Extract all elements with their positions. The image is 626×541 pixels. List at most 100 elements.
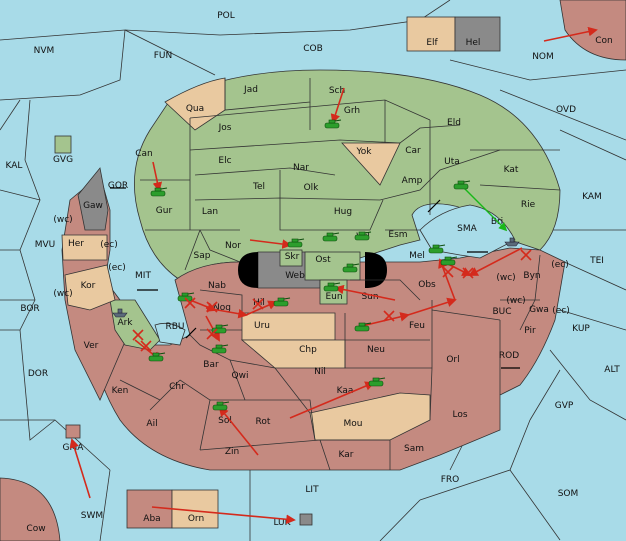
region-label[interactable]: Orl [446, 355, 459, 365]
army-icon[interactable] [287, 238, 305, 248]
region-label[interactable]: Rie [521, 200, 536, 210]
region-label[interactable]: (wc) [496, 273, 515, 283]
army-icon[interactable] [354, 231, 372, 241]
region-label[interactable]: Uru [254, 321, 270, 331]
region-label[interactable]: (ec) [108, 263, 126, 273]
region-label[interactable]: KUP [572, 324, 590, 334]
army-icon[interactable] [150, 187, 168, 197]
region-label[interactable]: Chp [299, 345, 317, 355]
region-label[interactable]: Ken [112, 386, 129, 396]
region-label[interactable]: (ec) [552, 306, 570, 316]
fleet-icon[interactable] [504, 237, 520, 247]
region-label[interactable]: Kat [504, 165, 519, 175]
region-label[interactable]: Pir [524, 326, 536, 336]
region-label[interactable]: Amp [402, 176, 423, 186]
region-label[interactable]: Byn [523, 271, 540, 281]
region-label[interactable]: GOR [108, 181, 128, 191]
region-label[interactable]: Nor [225, 241, 241, 251]
army-icon[interactable] [322, 232, 340, 242]
region-label[interactable]: Elc [218, 156, 231, 166]
fleet-icon[interactable] [112, 308, 128, 318]
region-label[interactable]: Zin [225, 447, 239, 457]
region-label[interactable]: ALT [604, 365, 620, 375]
region-label[interactable]: Mou [344, 419, 363, 429]
region-label[interactable]: Ail [146, 419, 157, 429]
army-icon[interactable] [211, 344, 229, 354]
region-label[interactable]: LIT [305, 485, 319, 495]
region-label[interactable]: TEI [589, 256, 604, 266]
army-icon[interactable] [148, 352, 166, 362]
region-label[interactable]: GVG [53, 155, 73, 165]
region-label[interactable]: Elf [426, 38, 438, 48]
region-label[interactable]: KAM [582, 192, 602, 202]
region-label[interactable]: Kaa [337, 386, 354, 396]
region-label[interactable]: Neu [367, 345, 385, 355]
region-label[interactable]: Cow [26, 524, 45, 534]
region-label[interactable]: Lan [202, 207, 218, 217]
region-label[interactable]: (wc) [53, 215, 72, 225]
region-label[interactable]: Feu [409, 321, 425, 331]
region-label[interactable]: Olk [304, 183, 320, 193]
region-label[interactable]: SWM [81, 511, 103, 521]
army-icon[interactable] [273, 297, 291, 307]
region-label[interactable]: COB [303, 44, 323, 54]
region-gvg[interactable] [54, 135, 72, 154]
region-label[interactable]: RBU [165, 322, 184, 332]
region-label[interactable]: Nil [314, 367, 326, 377]
region-label[interactable]: Sam [404, 444, 424, 454]
region-label[interactable]: (ec) [551, 260, 569, 270]
region-label[interactable]: Skr [285, 252, 300, 262]
region-label[interactable]: LUK [273, 518, 291, 528]
army-icon[interactable] [440, 256, 458, 266]
region-label[interactable]: Gur [156, 206, 173, 216]
region-label[interactable]: Uta [444, 157, 460, 167]
army-icon[interactable] [324, 119, 342, 129]
region-label[interactable]: ROD [499, 351, 519, 361]
region-gma[interactable] [65, 424, 81, 439]
region-label[interactable]: Aba [143, 514, 160, 524]
region-label[interactable]: SOM [558, 489, 579, 499]
region-label[interactable]: NOM [532, 52, 554, 62]
region-label[interactable]: BUC [492, 307, 511, 317]
region-label[interactable]: Eun [325, 292, 342, 302]
army-icon[interactable] [323, 282, 341, 292]
region-label[interactable]: FRO [441, 475, 460, 485]
region-label[interactable]: Hel [466, 38, 481, 48]
army-icon[interactable] [428, 244, 446, 254]
region-label[interactable]: Sol [218, 416, 232, 426]
region-label[interactable]: MVU [35, 240, 56, 250]
region-label[interactable]: Grh [344, 106, 360, 116]
army-icon[interactable] [368, 377, 386, 387]
region-label[interactable]: Ver [84, 341, 99, 351]
region-label[interactable]: Car [405, 146, 421, 156]
region-label[interactable]: Can [135, 149, 153, 159]
region-yok[interactable] [341, 142, 401, 186]
army-icon[interactable] [354, 322, 372, 332]
region-label[interactable]: Ost [315, 255, 331, 265]
army-icon[interactable] [453, 180, 471, 190]
region-label[interactable]: FUN [154, 51, 173, 61]
region-label[interactable]: KAL [6, 161, 23, 171]
army-icon[interactable] [342, 263, 360, 273]
region-label[interactable]: Kor [81, 281, 96, 291]
region-her[interactable] [61, 234, 108, 261]
region-label[interactable]: DOR [28, 369, 48, 379]
region-label[interactable]: Sap [194, 251, 211, 261]
region-label[interactable]: Jos [218, 123, 232, 133]
region-label[interactable]: Kar [339, 450, 354, 460]
region-elf[interactable] [406, 16, 456, 52]
region-label[interactable]: Sch [329, 86, 345, 96]
region-label[interactable]: Qua [186, 104, 204, 114]
region-label[interactable]: Tel [252, 182, 265, 192]
region-label[interactable]: Sun [361, 292, 378, 302]
region-label[interactable]: Web [285, 271, 305, 281]
region-label[interactable]: Nog [213, 303, 231, 313]
region-label[interactable]: Nar [293, 163, 309, 173]
region-hel[interactable] [454, 16, 501, 52]
region-label[interactable]: Jad [243, 85, 258, 95]
region-label[interactable]: (ec) [100, 240, 118, 250]
region-kor[interactable] [64, 264, 116, 311]
region-label[interactable]: GVP [555, 401, 574, 411]
region-label[interactable]: Gaw [83, 201, 103, 211]
region-label[interactable]: Qwi [232, 371, 249, 381]
